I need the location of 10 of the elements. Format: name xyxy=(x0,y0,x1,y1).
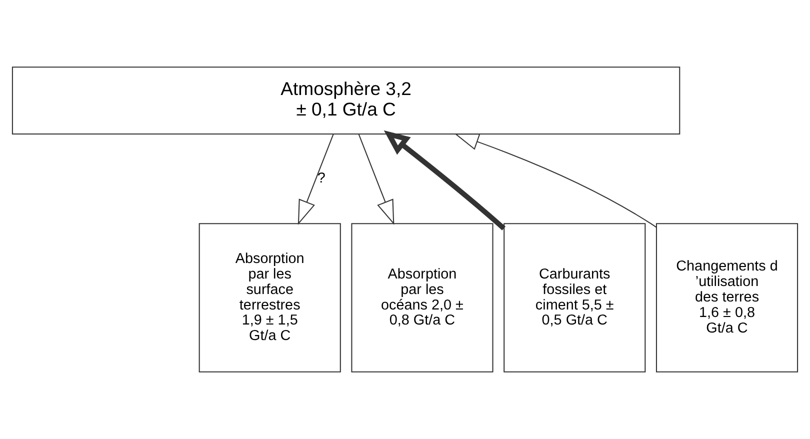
node-box: Carburants fossiles et ciment 5,5 ± 0,5 Gt/a C xyxy=(504,223,646,372)
arrow xyxy=(298,134,334,225)
node-box: Absorption par les surface terrestres 1,9 ± 1,5 Gt/a C xyxy=(198,223,341,372)
arrow xyxy=(454,134,657,228)
node-box: Atmosphère 3,2 ± 0,1 Gt/a C xyxy=(12,66,680,135)
edge-label: ? xyxy=(317,170,326,187)
arrow xyxy=(358,134,394,225)
node-box: Absorption par les océans 2,0 ± 0,8 Gt/a C xyxy=(351,223,494,372)
arrow xyxy=(384,130,506,230)
node-box: Changements d ’utilisation des terres 1,6 ± 0,8 Gt/a C xyxy=(656,223,798,372)
